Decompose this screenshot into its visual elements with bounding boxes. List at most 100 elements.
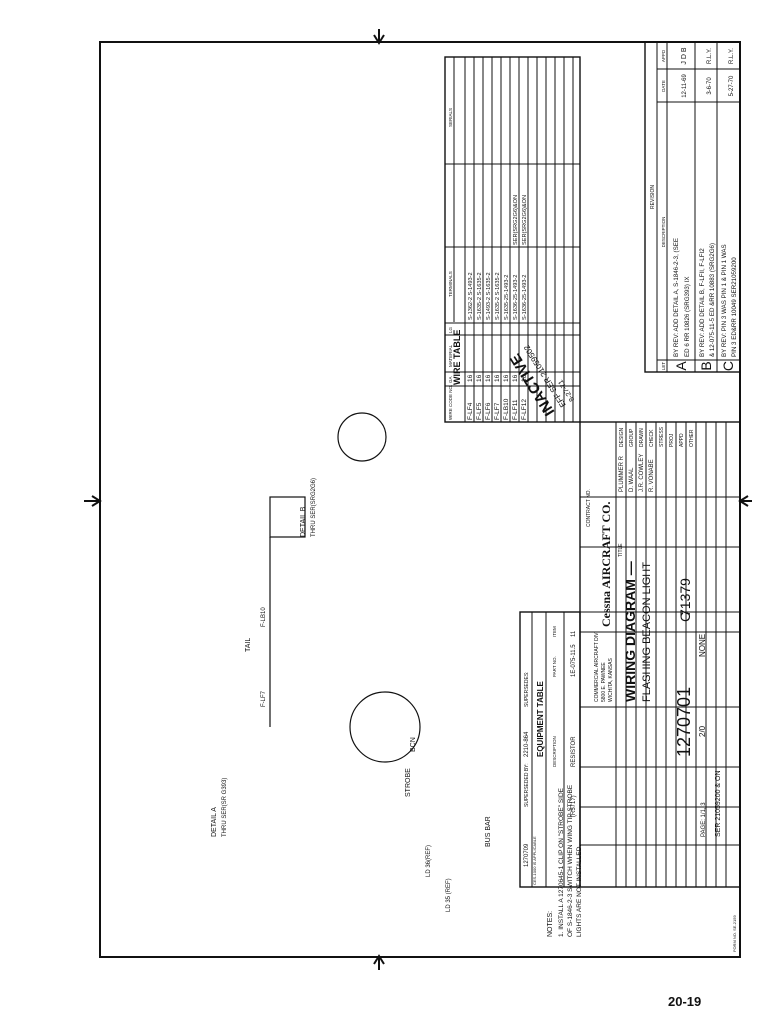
wire-row-code: F-LF12 <box>521 399 528 420</box>
register-arrow-top <box>373 29 385 45</box>
equipment-superseded-val: 1270709 <box>524 843 530 867</box>
wire-row-code: F-LF6 <box>485 402 492 420</box>
tb-name-check: R. VONABE <box>649 459 655 492</box>
revision-c-date: 5-27-70 <box>729 75 735 96</box>
wire-row-ga: 16 <box>476 374 483 382</box>
drawing-title1: WIRING DIAGRAM — <box>622 561 638 702</box>
revision-col-let: LET <box>661 362 666 371</box>
wire-row-ga: 16 <box>512 374 519 382</box>
wire-col-ga: GA <box>448 376 453 383</box>
equipment-supersedes: SUPERSEDES: <box>524 671 530 707</box>
detail-a-label: DETAIL A <box>211 807 218 837</box>
equipment-col-part: PART NO. <box>552 656 557 677</box>
code-ident: 71379 <box>677 578 693 617</box>
equipment-title: EQUIPMENT TABLE <box>536 680 545 757</box>
equipment-row-item: 11 <box>571 630 577 637</box>
wire-row-term: S-1635-2 S-1635-2 <box>477 272 483 320</box>
register-arrow-bottom <box>373 954 385 970</box>
equipment-col-desc: DESCRIPTION <box>552 736 557 767</box>
tb-role-design: DESIGN <box>619 427 625 447</box>
page-label: PAGE: 1/1, 3 <box>701 802 707 837</box>
bcn-label: BCN <box>410 737 417 752</box>
scale-value: NONE <box>698 634 707 657</box>
wire-row-ga: 16 <box>521 374 528 382</box>
strobe-label: STROBE <box>405 768 412 797</box>
wire-label-flf7: F-LF7 <box>261 690 267 707</box>
revision-a-desc1: BY REV: ADD DETAIL A, S-1846-2-3, (SEE <box>673 238 680 357</box>
tb-role-stress: STRESS <box>659 426 665 447</box>
diagram-labels: DETAIL B THRU SER(SRG2G6) DETAIL A THRU … <box>211 478 492 912</box>
wire-col-lg: LG <box>448 326 453 333</box>
revision-b-desc2: & 12-075-11-5 ED &RR 10883 (SRG2G6) <box>709 243 716 357</box>
revision-col-desc: DESCRIPTION <box>661 217 666 248</box>
tb-name-drawn: J.R. COWLEY <box>639 454 645 492</box>
wire-row-ga: 16 <box>467 374 474 382</box>
wire-row-ga: 16 <box>494 374 501 382</box>
equipment-row-note: (R5717) <box>571 795 577 817</box>
title-block: CONTRACT NO. DESIGN PLUMMER R GROUP D. W… <box>579 421 741 888</box>
wire-row-term: S-1493-2 S-1635-2 <box>486 272 492 320</box>
revision-c-desc2: PIN 3 ED&RR 10049 SER21059200 <box>731 257 738 357</box>
bus-bar-label: BUS BAR <box>485 816 492 847</box>
size-value: C <box>677 612 693 622</box>
wire-col-code: WIRE CODE NO. <box>448 385 453 420</box>
wire-table: WIRE TABLE WIRE CODE NO. GA MATERIAL LG … <box>444 56 581 423</box>
tb-role-proj: PROJ <box>669 433 675 447</box>
equipment-row-desc: RESISTOR <box>571 736 577 767</box>
wire-label-flb10: F-LB10 <box>261 607 267 627</box>
revision-b-appd: R.L.Y. <box>707 48 713 64</box>
wire-col-serials: SERIALS <box>448 108 453 127</box>
division-line1: COMMERCIAL AIRCRAFT DIV. <box>594 632 600 702</box>
title-label: TITLE <box>618 543 624 557</box>
tb-role-check: CHECK <box>649 429 655 447</box>
division-line2: 5800 E. PAWNEE <box>601 662 607 702</box>
equipment-row-part: 1E-075-11.5 <box>571 644 577 677</box>
contract-label: CONTRACT NO. <box>586 489 592 527</box>
revision-col-date: DATE <box>661 80 666 92</box>
revision-c-letter: C <box>720 361 736 371</box>
equipment-col-item: ITEM <box>552 626 557 637</box>
tb-name-design: PLUMMER R <box>619 455 625 492</box>
equipment-notes1: CES-1000 IS APPLICABLE <box>532 836 537 885</box>
revision-block: REVISION LET DESCRIPTION DATE APPD A BY … <box>644 41 741 373</box>
revision-a-desc2: ED 6 RR 10826 (SRG393) IX <box>684 277 691 357</box>
revision-b-desc1: BY REV: ADD DETAIL B, F-LFII, F-LFI2 <box>699 248 706 357</box>
notes-line1: 1. INSTALL A 1270645-1 CLIP ON "STROBE" … <box>558 787 565 937</box>
equipment-superseded: SUPERSEDED BY: <box>524 763 530 807</box>
wire-row-code: F-LF11 <box>512 399 519 420</box>
connector-circle <box>349 691 421 763</box>
wire-row-term: S-1636-25-1493-2 <box>522 275 528 320</box>
dwg-number: 1270701 <box>674 687 694 757</box>
register-arrow-left <box>84 495 102 507</box>
drawing-border <box>99 41 741 958</box>
wire-table-title: WIRE TABLE <box>452 330 462 385</box>
diagram <box>269 412 421 763</box>
tb-role-appd: APPD <box>679 433 685 447</box>
wire-row-code: F-LF7 <box>494 402 501 420</box>
revision-a-letter: A <box>673 361 689 371</box>
equipment-supersedes-val: 2210-864 <box>524 731 530 757</box>
division-line3: WICHITA, KANSAS <box>608 658 614 702</box>
beacon-light-circle <box>337 412 387 462</box>
drawing-title2: FLASHING BEACON LIGHT <box>641 562 653 702</box>
register-arrow-right <box>738 495 752 507</box>
tail-label: TAIL <box>245 638 252 652</box>
wire-row-term: S-1362-2 S-1493-2 <box>468 272 474 320</box>
revision-b-date: 3-6-70 <box>707 77 713 95</box>
tb-role-drawn: DRAWN <box>639 428 645 447</box>
tb-role-other: OTHER <box>689 429 695 447</box>
page-number: 20-19 <box>668 994 702 1009</box>
revision-a-date: 12-11-69 <box>682 74 688 98</box>
wire-row-term: S-1635-2 S-1635-2 <box>495 272 501 320</box>
notes-block: NOTES: 1. INSTALL A 1270645-1 CLIP ON "S… <box>547 784 583 937</box>
revision-c-desc1: BY REV: PIN 3 WAS PIN 1 & PIN 1 WAS <box>721 244 728 357</box>
revision-col-appd: APPD <box>661 49 666 62</box>
revision-b-letter: B <box>698 361 714 370</box>
wire-row-ga: 16 <box>485 374 492 382</box>
notes-line3: LIGHTS ARE NOT INSTALLED. <box>576 845 583 937</box>
notes-line2: OF S-1846-2-3 SWITCH WHEN WING TIP STROB… <box>567 784 574 937</box>
wire-row-term: S-1636-25-1493-2 <box>513 275 519 320</box>
detail-b-label: DETAIL B <box>300 506 307 537</box>
detail-a-ser: THRU SER(SR G393) <box>222 778 228 837</box>
